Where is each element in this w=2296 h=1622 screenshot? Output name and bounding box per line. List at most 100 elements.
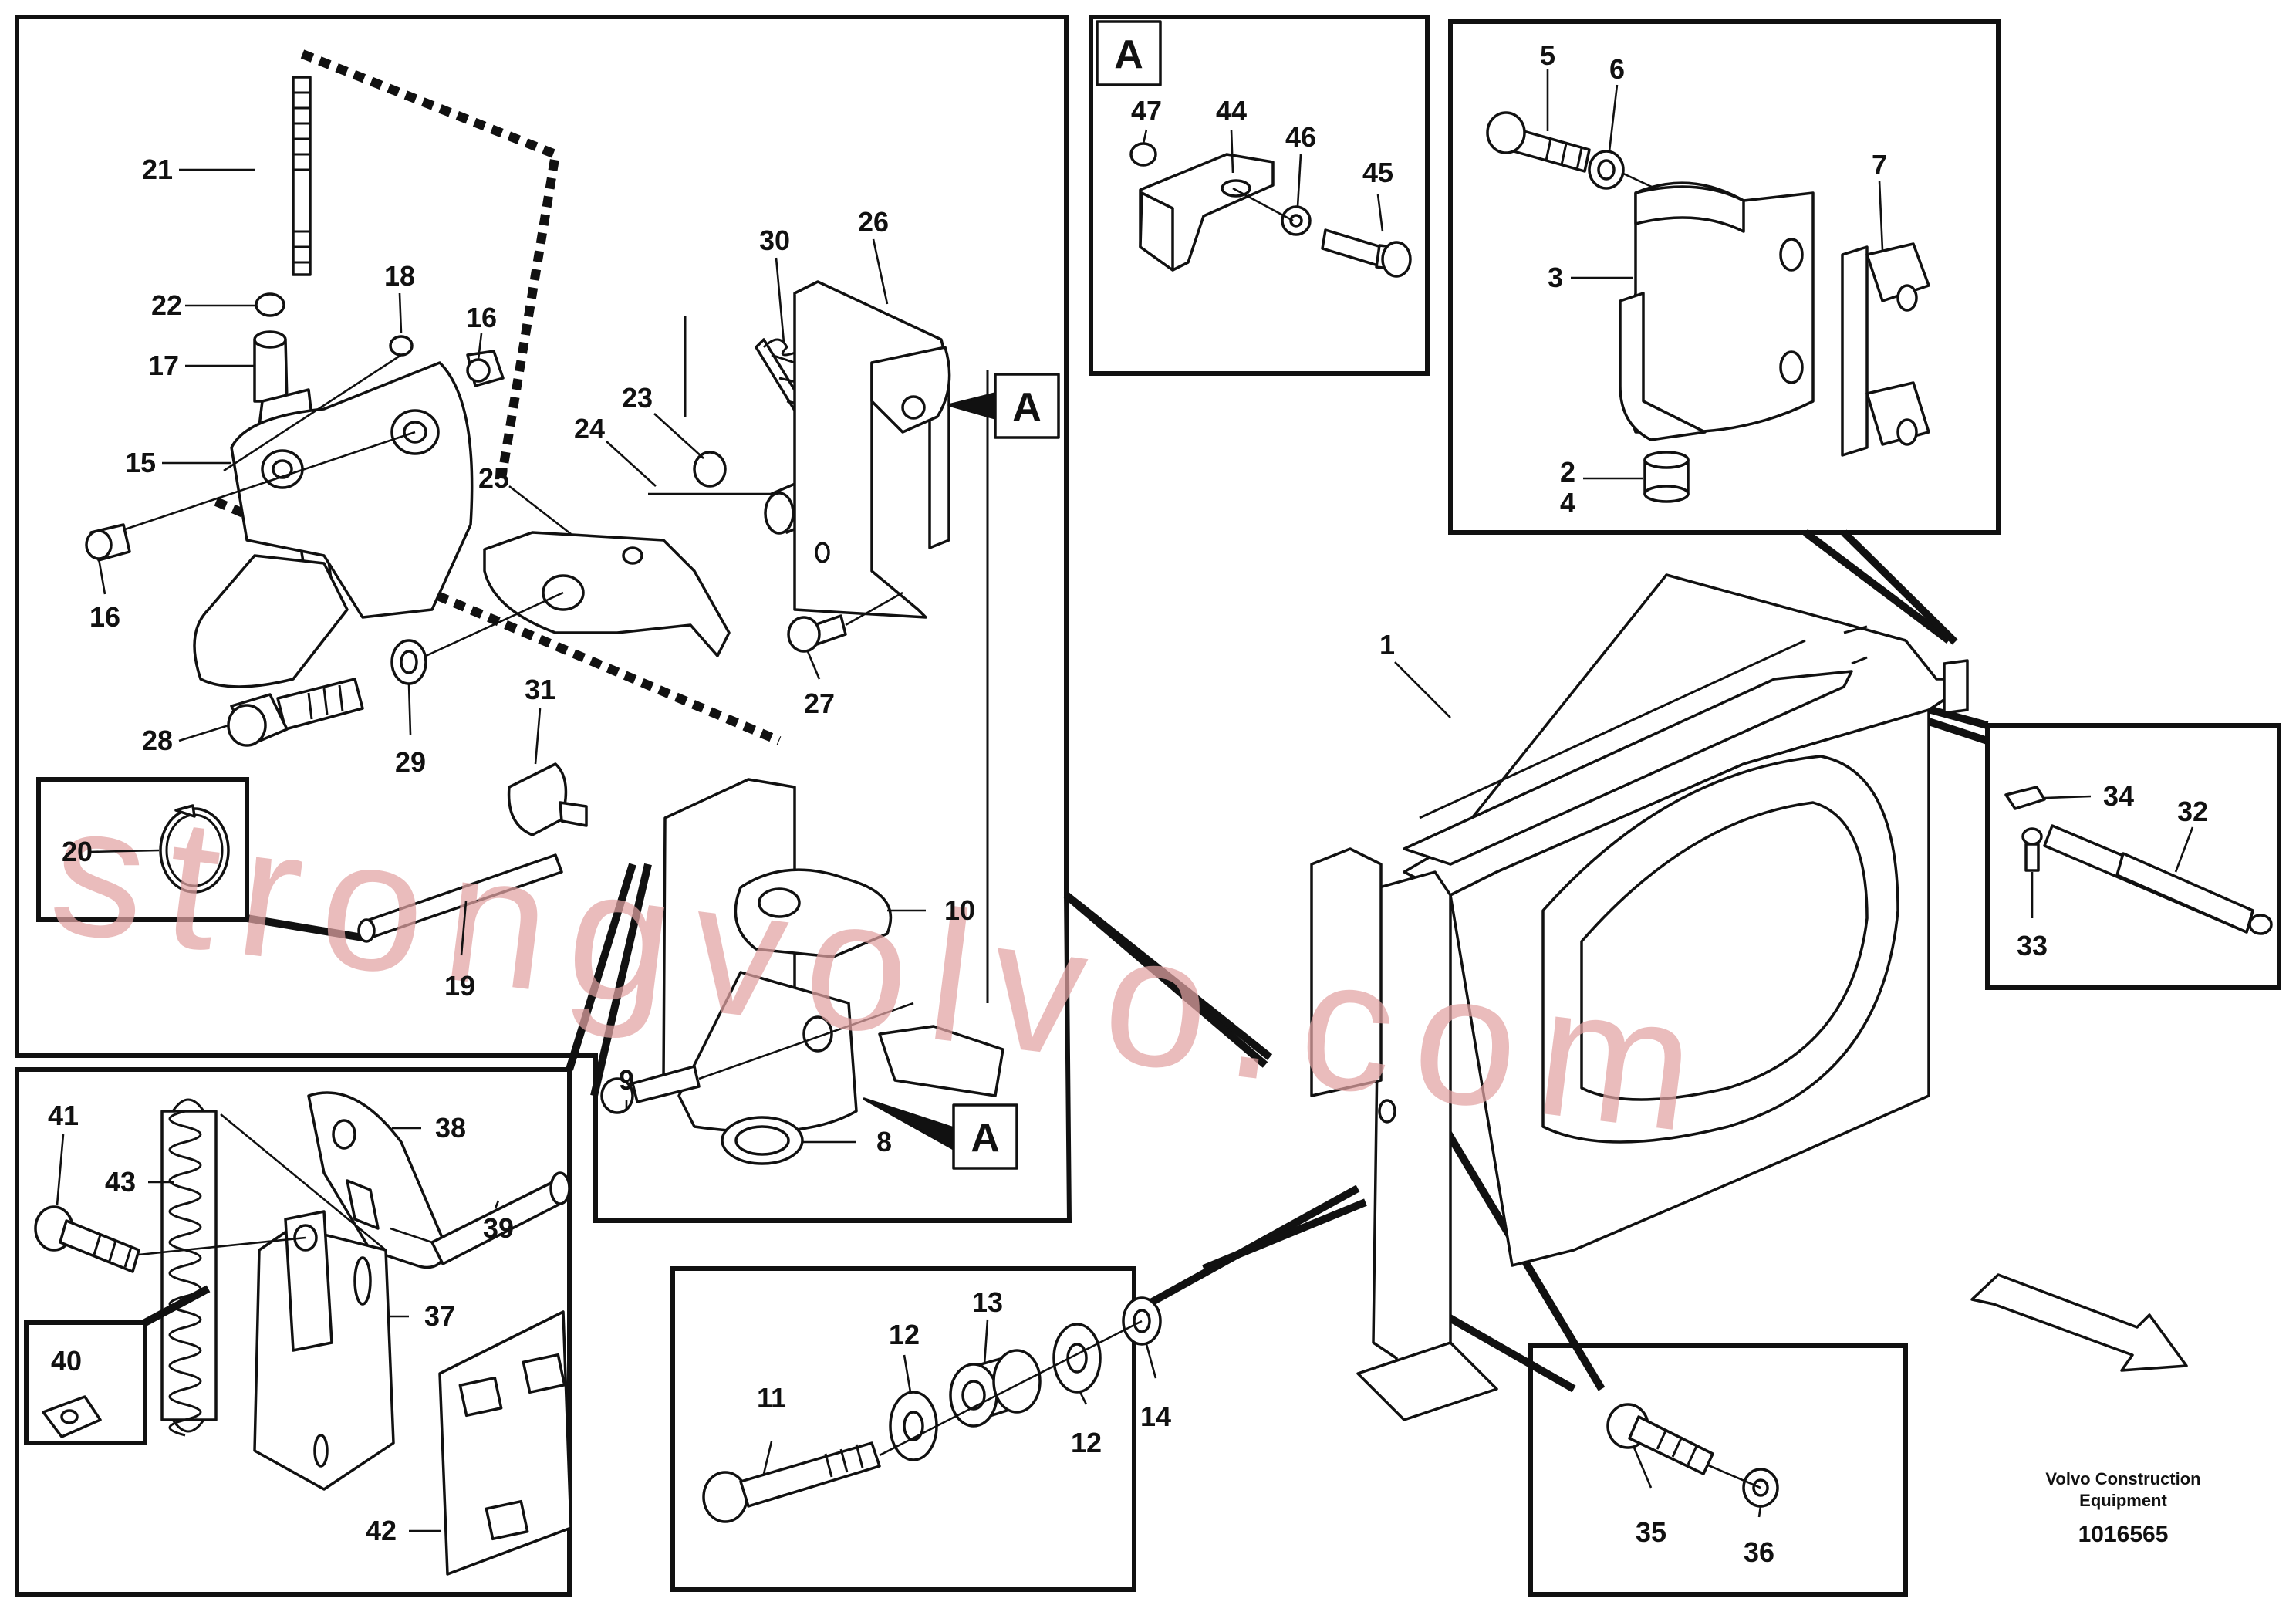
flange-bolt [227, 678, 364, 747]
pivot-rod [357, 853, 563, 943]
panel-gas-strut [1985, 723, 2281, 990]
nut-plate-42 [438, 1310, 572, 1576]
spring-43 [160, 1098, 218, 1437]
lock-bracket-parts [34, 1091, 572, 1576]
bolt-33 [2021, 827, 2043, 872]
bracket-plate [793, 280, 951, 619]
rubber-buffer [507, 762, 588, 836]
gas-strut-parts [2004, 786, 2273, 935]
threaded-rod [292, 76, 312, 276]
part-labels: 21 22 17 15 16 18 16 23 24 25 30 26 27 2… [48, 39, 2208, 1568]
retaining-ring [159, 804, 230, 894]
publisher-line-1: Volvo Construction [2045, 1469, 2200, 1489]
part-label-22: 22 [151, 289, 182, 321]
plate-38 [307, 1091, 449, 1269]
part-label-17: 17 [148, 350, 179, 381]
lever-plate [483, 531, 731, 657]
part-label-36: 36 [1744, 1536, 1774, 1568]
part-label-18: 18 [384, 260, 415, 292]
part-label-37: 37 [424, 1300, 455, 1332]
part-label-31: 31 [525, 674, 555, 705]
detail-callout-a-2: A [971, 1116, 1000, 1161]
detail-callout-a-1: A [1012, 385, 1042, 430]
strut-bracket [1943, 659, 1969, 715]
mount-plate [662, 778, 1004, 1165]
part-label-24: 24 [574, 413, 605, 444]
document-number: 1016565 [2078, 1522, 2169, 1547]
bolt-5 [1486, 111, 1591, 173]
lock-bracket-37 [253, 1210, 395, 1491]
part-label-41: 41 [48, 1100, 79, 1131]
sleeve [253, 338, 289, 403]
part-label-11: 11 [757, 1382, 786, 1414]
part-label-28: 28 [142, 725, 173, 756]
washer [389, 335, 414, 357]
bolt-11 [702, 1441, 881, 1523]
bushing-2 [1643, 451, 1690, 503]
nut-plate-7 [1841, 242, 1930, 457]
pivot-pin [693, 451, 727, 488]
part-label-21: 21 [142, 154, 173, 185]
part-label-2: 2 [1560, 456, 1575, 488]
part-label-23: 23 [622, 382, 653, 414]
part-label-30: 30 [759, 225, 790, 256]
part-label-1: 1 [1379, 629, 1395, 661]
part-label-16-lower: 16 [89, 601, 120, 633]
part-label-35: 35 [1636, 1516, 1666, 1548]
part-label-25: 25 [478, 462, 509, 494]
part-label-34: 34 [2103, 780, 2134, 812]
part-label-14: 14 [1140, 1401, 1171, 1432]
part-label-40: 40 [51, 1345, 82, 1377]
part-label-15: 15 [125, 447, 156, 478]
callout-a-labels: A A A [863, 20, 1162, 1170]
callout-leaders [143, 529, 1989, 1393]
part-label-33: 33 [2017, 930, 2048, 961]
top-rail [1403, 670, 1853, 866]
part-label-5: 5 [1540, 39, 1555, 71]
latch-mechanism-parts [85, 49, 1004, 1165]
part-label-10: 10 [944, 894, 975, 926]
detail-a-parts [1129, 142, 1412, 278]
part-label-27: 27 [804, 688, 835, 719]
part-label-46: 46 [1285, 121, 1316, 153]
part-label-47: 47 [1131, 95, 1162, 127]
part-label-32: 32 [2177, 796, 2208, 827]
part-label-12-left: 12 [889, 1319, 920, 1350]
bushing-13 [949, 1349, 1042, 1428]
bracket-bolt [787, 591, 903, 653]
clip-34 [2004, 786, 2046, 810]
bolt-35 [1606, 1403, 1714, 1475]
part-label-42: 42 [366, 1515, 397, 1546]
bolt-45 [1321, 228, 1412, 278]
fan-shroud-assembly [1310, 573, 1969, 1421]
part-label-45: 45 [1362, 157, 1393, 188]
bolt-41 [34, 1205, 140, 1273]
part-label-19: 19 [444, 970, 475, 1002]
hinge-parts [1486, 111, 1930, 503]
panel-hinge [1448, 19, 2001, 535]
part-label-20: 20 [62, 836, 93, 867]
part-label-6: 6 [1609, 53, 1625, 85]
panel-detail-a-bracket [1089, 15, 1430, 376]
front-direction-arrow [1970, 1273, 2188, 1372]
panel-bushing-stack [670, 1266, 1136, 1592]
foot-plate [1356, 1341, 1498, 1421]
panel-lock-bracket [15, 1067, 572, 1597]
side-bracket [1310, 847, 1383, 1097]
bushing-stack-parts [702, 1296, 1162, 1523]
part-label-39: 39 [483, 1212, 514, 1244]
part-label-7: 7 [1872, 149, 1887, 181]
part-label-12-right: 12 [1071, 1427, 1102, 1458]
clip-nut-40 [42, 1395, 102, 1438]
part-label-43: 43 [105, 1166, 136, 1198]
part-label-38: 38 [435, 1112, 466, 1144]
pin-39 [430, 1171, 571, 1265]
part-label-44: 44 [1216, 95, 1247, 127]
part-label-26: 26 [858, 206, 889, 238]
bolt-nut-parts [1606, 1403, 1779, 1508]
panel-bolt-nut [1528, 1343, 1908, 1597]
nut [255, 292, 285, 317]
hinge-bolt [600, 1002, 914, 1114]
part-label-16-upper: 16 [466, 302, 497, 333]
